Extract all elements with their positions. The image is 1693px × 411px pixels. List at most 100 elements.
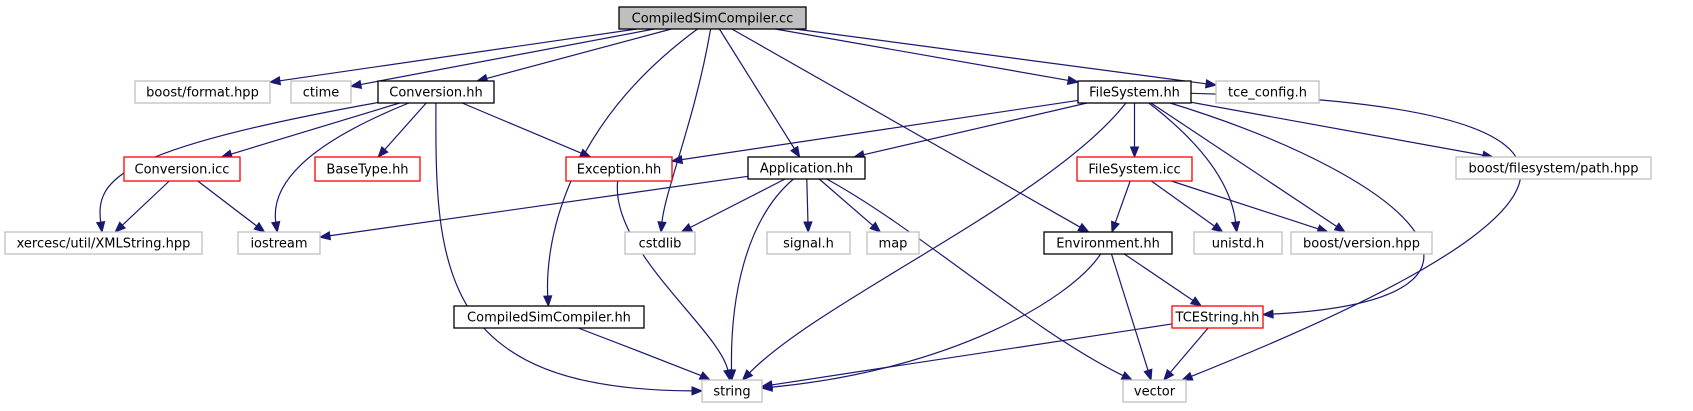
edge-compiledsimcompiler_hh-to-string [577, 327, 712, 381]
node-basetype-hh[interactable]: BaseType.hh [314, 156, 421, 182]
node-box [747, 156, 866, 180]
edge-environment_hh-to-tcestring_hh [1123, 253, 1203, 307]
node-filesystem-hh[interactable]: FileSystem.hh [1077, 80, 1192, 104]
arrowhead [1333, 222, 1347, 233]
node-compiledsimcompiler-cc[interactable]: CompiledSimCompiler.cc [618, 6, 807, 30]
edge-filesystem_hh-to-tcestring_hh [1170, 102, 1425, 319]
node-label: CompiledSimCompiler.hh [467, 311, 631, 326]
edge-line [818, 178, 874, 227]
arrowhead [1189, 296, 1203, 307]
node-box [565, 156, 673, 182]
arrowhead [1066, 75, 1080, 85]
arrowhead [741, 369, 754, 381]
node-label: ctime [303, 86, 340, 101]
edge-line [680, 99, 1079, 161]
arrowhead [1111, 220, 1120, 234]
edge-line [1170, 102, 1425, 315]
node-label: cstdlib [639, 237, 682, 252]
arrowhead [1211, 222, 1224, 233]
edge-compiledsimcompiler_cc-to-tce_config [794, 28, 1218, 89]
edge-line [274, 102, 410, 224]
node-unistd-h: unistd.h [1193, 231, 1283, 255]
node-vector: vector [1122, 379, 1187, 403]
arrowhead [691, 386, 704, 396]
node-conversion-icc[interactable]: Conversion.icc [123, 156, 241, 182]
node-tcestring-hh[interactable]: TCEString.hh [1171, 305, 1264, 329]
arrowhead [790, 145, 801, 159]
arrowhead [318, 231, 332, 241]
node-tce-config: tce_config.h [1215, 80, 1320, 104]
node-filesystem-icc[interactable]: FileSystem.icc [1076, 156, 1193, 182]
edge-line [862, 102, 1088, 156]
edge-line [826, 178, 1125, 377]
node-label: unistd.h [1212, 237, 1265, 252]
edge-line [770, 253, 1102, 388]
edge-line [359, 28, 655, 86]
arrowhead [869, 221, 882, 233]
edge-line [1148, 102, 1237, 224]
node-boost-format: boost/format.hpp [134, 80, 271, 104]
arrowhead [760, 380, 774, 390]
edge-conversion_icc-to-iostream [197, 180, 266, 233]
node-string: string [701, 379, 763, 403]
arrowhead [1180, 371, 1194, 381]
edge-compiledsimcompiler_cc-to-compiledsimcompiler_hh [542, 28, 698, 308]
node-label: boost/filesystem/path.hpp [1468, 162, 1638, 177]
edge-filesystem_icc-to-unistd_h [1150, 180, 1224, 233]
node-box [377, 80, 495, 104]
node-map: map [866, 231, 920, 255]
node-environment-hh[interactable]: Environment.hh [1043, 231, 1173, 255]
node-box [1043, 231, 1173, 255]
node-box [1290, 231, 1433, 255]
node-conversion-hh[interactable]: Conversion.hh [377, 80, 495, 104]
edge-line [1114, 180, 1131, 224]
edge-compiledsimcompiler_cc-to-cstdlib [657, 28, 712, 234]
edge-conversion_hh-to-exception_hh [461, 102, 592, 158]
edge-filesystem_hh-to-filesystem_icc [1129, 103, 1140, 159]
node-box [618, 6, 807, 30]
node-exception-hh[interactable]: Exception.hh [565, 156, 673, 182]
arrowhead [253, 221, 266, 233]
edge-application_hh-to-iostream [318, 175, 749, 241]
edge-line [731, 28, 1082, 229]
edge-filesystem_hh-to-exception_hh [670, 99, 1079, 165]
node-label: BaseType.hh [326, 163, 408, 178]
edge-compiledsimcompiler_cc-to-conversion_hh [475, 28, 672, 83]
node-label: vector [1134, 385, 1176, 400]
arrowhead [1204, 79, 1218, 89]
node-application-hh[interactable]: Application.hh [747, 156, 866, 180]
edge-filesystem_hh-to-unistd_h [1148, 102, 1241, 234]
edge-line [230, 102, 400, 155]
node-box [1122, 379, 1187, 403]
edge-line [121, 180, 170, 227]
edge-filesystem_icc-to-environment_hh [1111, 180, 1131, 234]
node-label: CompiledSimCompiler.cc [632, 12, 794, 27]
edge-line [1123, 253, 1195, 302]
edge-filesystem_hh-to-application_hh [852, 102, 1088, 160]
node-box [1455, 156, 1652, 180]
arrowhead [1162, 368, 1175, 382]
edge-filesystem_hh-to-string [741, 102, 1127, 381]
node-box [123, 156, 241, 182]
node-box [866, 231, 920, 255]
edge-line [1110, 253, 1149, 372]
edge-line [718, 28, 796, 150]
arrowhead [271, 220, 281, 234]
node-box [237, 231, 321, 255]
edge-line [1150, 180, 1216, 228]
edge-line [730, 178, 794, 372]
node-box [1171, 305, 1264, 329]
node-label: xercesc/util/XMLString.hpp [17, 237, 191, 252]
edge-conversion_icc-to-xercesc_xmlstring [114, 180, 170, 233]
edge-compiledsimcompiler_cc-to-application_hh [718, 28, 801, 159]
arrowhead [268, 76, 282, 86]
node-box [624, 231, 696, 255]
edge-line [328, 175, 749, 237]
node-label: iostream [250, 237, 307, 252]
edge-environment_hh-to-vector [1110, 253, 1153, 382]
arrowhead [1261, 309, 1274, 319]
node-compiledsimcompiler-hh[interactable]: CompiledSimCompiler.hh [453, 305, 645, 329]
node-label: string [713, 385, 750, 400]
edge-application_hh-to-signal_h [803, 178, 813, 234]
